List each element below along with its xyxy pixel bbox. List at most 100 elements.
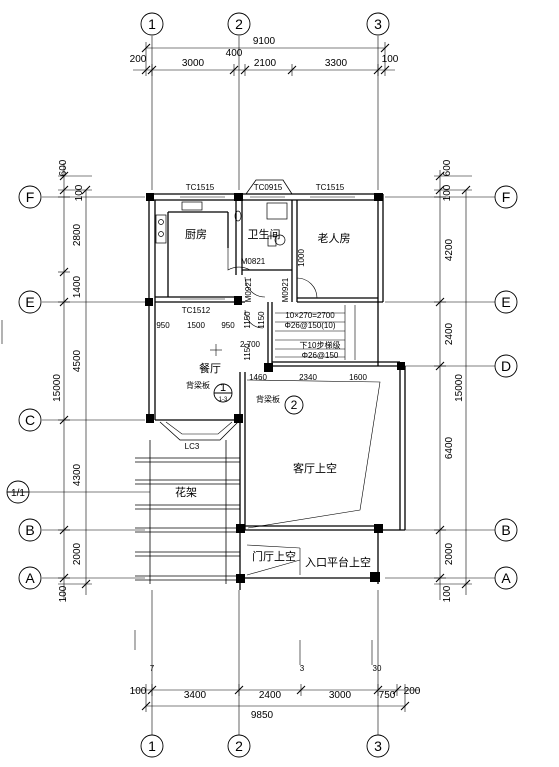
axis-bottom-2: 2 [235, 738, 243, 754]
label-tc1515-right: TC1515 [316, 183, 345, 192]
label-dim-1000: 1000 [297, 249, 306, 267]
room-names: 厨房 卫生间 老人房 餐厅 花架 客厅上空 门厅上空 入口平台上空 [175, 227, 371, 569]
label-tc1512: TC1512 [182, 306, 211, 315]
pergola-bars [135, 440, 240, 584]
axis-right-B: B [501, 522, 510, 538]
label-1150-c: 1150 [243, 343, 252, 361]
room-living-void: 客厅上空 [293, 461, 337, 475]
bay-window-lc3-inner [165, 421, 233, 435]
axis-left-C: C [25, 412, 35, 428]
axis-left-A: A [25, 570, 35, 586]
bottom-dim-2400: 2400 [259, 690, 282, 701]
label-beam-1: 背梁板 [186, 380, 210, 390]
axis-right-F: F [502, 189, 511, 205]
label-m0921-a: M0921 [244, 277, 253, 302]
label-stair-4: Φ26@150 [302, 351, 339, 360]
axis-right-E: E [501, 294, 510, 310]
label-lc3: LC3 [185, 442, 200, 451]
bottom-dim-3000: 3000 [329, 690, 352, 701]
top-dim-400: 400 [226, 48, 243, 59]
room-flower-bed: 花架 [175, 486, 197, 499]
room-bathroom: 卫生间 [248, 227, 281, 241]
right-dim-6400: 6400 [444, 436, 455, 459]
label-m0921-b: M0921 [281, 277, 290, 302]
label-950-a: 950 [156, 321, 170, 330]
right-dim-2000: 2000 [444, 542, 455, 565]
top-dim-100: 100 [382, 54, 399, 65]
axis-left-E: E [25, 294, 34, 310]
bay-window-top [245, 179, 293, 195]
void-markers [246, 379, 381, 576]
left-dim-600: 600 [58, 159, 69, 176]
misc-marks [1, 320, 373, 665]
right-dim-4200: 4200 [444, 238, 455, 261]
axis-right-D: D [501, 358, 511, 374]
kitchen-fixtures [155, 201, 203, 244]
label-950-b: 950 [221, 321, 235, 330]
section-markers [213, 383, 304, 415]
bottom-dim-overall: 9850 [251, 710, 274, 721]
top-dim-overall: 9100 [253, 36, 276, 47]
structural-columns [145, 193, 405, 583]
label-elevation: 2.700 [240, 340, 261, 349]
label-t7: 7 [150, 664, 155, 673]
top-dim-3000: 3000 [182, 58, 205, 69]
axis-left-F: F [26, 189, 35, 205]
bay-window-lc3 [159, 421, 239, 441]
axis-labels: 1 2 3 1 2 3 F E C B A F E D B A [25, 16, 511, 754]
grid-lines [42, 36, 495, 736]
room-entrance-void: 入口平台上空 [305, 555, 371, 569]
bottom-dimensions: 9850 100 3400 2400 3000 750 200 [130, 686, 421, 721]
axis-top-1: 1 [148, 16, 156, 32]
label-beam-2: 背梁板 [256, 394, 280, 404]
axis-bottom-1: 1 [148, 738, 156, 754]
left-dim-2800: 2800 [72, 223, 83, 246]
section-1-number: 1 [220, 382, 226, 394]
plan-annotations: TC1515 TC0915 TC1515 M0821 M0921 M0921 1… [150, 183, 382, 673]
left-dim-2000: 2000 [72, 542, 83, 565]
right-dimensions: 15000 600 100 4200 2400 6400 2000 100 [442, 159, 465, 602]
bathroom-fixtures [234, 202, 288, 247]
walls [148, 193, 406, 590]
label-1150-a: 1150 [243, 311, 252, 329]
axis-top-2: 2 [235, 16, 243, 32]
left-dim-1400: 1400 [72, 275, 83, 298]
label-2340: 2340 [299, 373, 317, 382]
left-dim-100-bottom: 100 [58, 585, 69, 602]
label-1600: 1600 [349, 373, 367, 382]
top-dim-3300: 3300 [325, 58, 348, 69]
stair-treads [275, 305, 356, 360]
window-marks [180, 196, 355, 300]
room-dining: 餐厅 [199, 361, 221, 375]
label-tc1515-left: TC1515 [186, 183, 215, 192]
dimension-ticks [59, 43, 471, 711]
label-t30: 30 [373, 664, 382, 673]
door-swings [227, 248, 318, 329]
left-dim-100-top: 100 [74, 184, 85, 201]
bottom-dim-3400: 3400 [184, 690, 207, 701]
left-dimensions: 15000 600 100 2800 1400 4500 4300 2000 1… [52, 159, 85, 602]
room-foyer-void: 门厅上空 [252, 549, 296, 563]
section-2-number: 2 [291, 398, 298, 412]
label-stair-2: Φ26@150(10) [285, 321, 336, 330]
right-dim-overall: 15000 [454, 374, 465, 402]
left-dim-overall: 15000 [52, 374, 63, 402]
axis-right-A: A [501, 570, 511, 586]
label-m0821: M0821 [241, 257, 266, 266]
right-dim-600: 600 [442, 159, 453, 176]
right-dim-100-top: 100 [442, 184, 453, 201]
label-1150-b: 1150 [257, 311, 266, 329]
left-dim-4300: 4300 [72, 463, 83, 486]
right-dim-100-bottom: 100 [442, 585, 453, 602]
room-elder: 老人房 [318, 232, 351, 245]
label-t3: 3 [300, 664, 305, 673]
label-tc0915: TC0915 [254, 183, 283, 192]
room-kitchen: 厨房 [185, 228, 207, 241]
axis-bottom-3: 3 [374, 738, 382, 754]
bottom-dim-100: 100 [130, 686, 147, 697]
left-dim-4500: 4500 [72, 349, 83, 372]
axis-bubbles [6, 12, 518, 758]
label-stair-3: 下10步梯级 [300, 340, 341, 350]
label-stair-1: 10×270=2700 [285, 311, 335, 320]
